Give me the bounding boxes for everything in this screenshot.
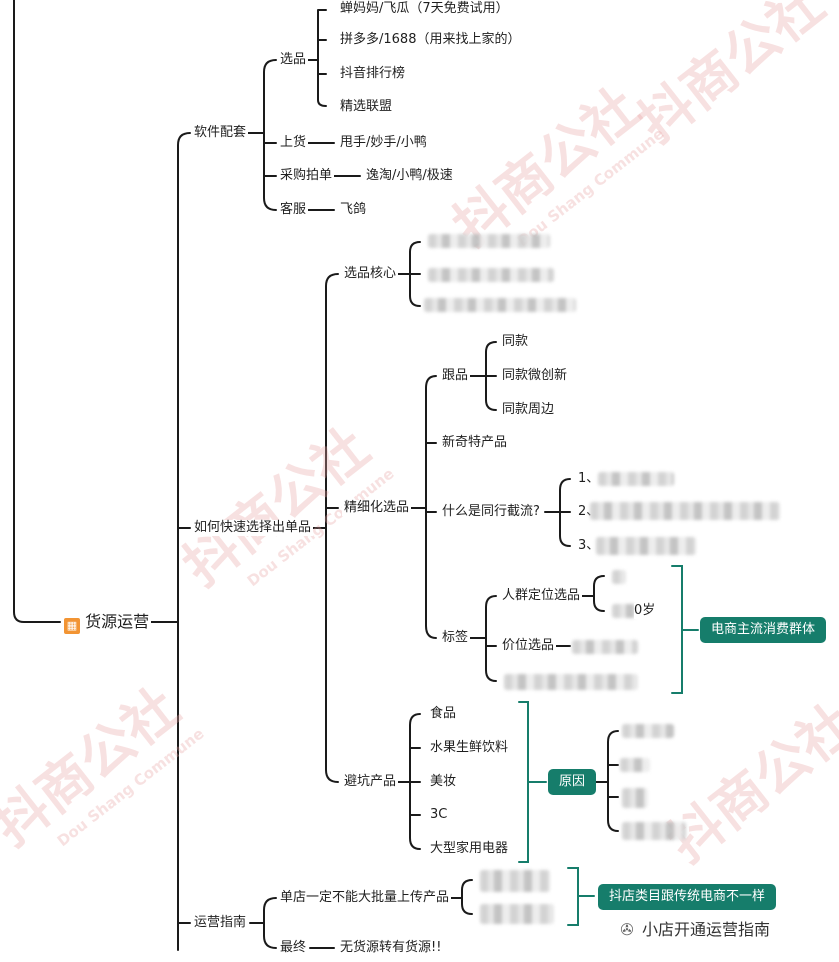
- node-price[interactable]: 价位选品: [500, 638, 557, 654]
- blurred-text: [622, 822, 686, 840]
- node-intercept[interactable]: 什么是同行截流?: [440, 504, 542, 520]
- root-node[interactable]: ▦ 货源运营: [62, 612, 152, 634]
- node-follow[interactable]: 跟品: [440, 368, 471, 384]
- node-single-store[interactable]: 单店一定不能大批量上传产品: [278, 890, 452, 906]
- node-avoid[interactable]: 避坑产品: [342, 774, 399, 790]
- node-fine-select[interactable]: 精细化选品: [342, 500, 412, 516]
- node-xuanpin-item-1[interactable]: 蝉妈妈/飞瓜（7天免费试用）: [338, 1, 511, 17]
- node-final[interactable]: 最终: [278, 940, 309, 956]
- node-avoid-item-1[interactable]: 食品: [428, 706, 459, 722]
- blurred-text: [622, 724, 674, 738]
- node-avoid-item-2[interactable]: 水果生鲜饮料: [428, 740, 511, 756]
- node-avoid-item-4[interactable]: 3C: [428, 807, 450, 823]
- blurred-text: [480, 870, 550, 892]
- node-core[interactable]: 选品核心: [342, 266, 399, 282]
- node-xuanpin-item-3[interactable]: 抖音排行榜: [338, 66, 408, 82]
- node-follow-item-1[interactable]: 同款: [500, 334, 531, 350]
- node-xuanpin-item-2[interactable]: 拼多多/1688（用来找上家的）: [338, 32, 523, 48]
- blurred-text: [612, 570, 626, 584]
- note-mainstream-consumers[interactable]: 电商主流消费群体: [700, 617, 827, 643]
- node-caigou[interactable]: 采购拍单: [278, 168, 335, 184]
- note-category-difference[interactable]: 抖店类目跟传统电商不一样: [598, 884, 777, 910]
- node-novel[interactable]: 新奇特产品: [440, 435, 510, 451]
- node-intercept-item-1[interactable]: 1、: [576, 471, 602, 487]
- node-kefu[interactable]: 客服: [278, 202, 309, 218]
- node-xuanpin[interactable]: 选品: [278, 52, 309, 68]
- node-caigou-value[interactable]: 逸淘/小鸭/极速: [364, 168, 455, 184]
- footer-caption: ✇ 小店开通运营指南: [612, 916, 775, 940]
- blurred-text: [590, 502, 780, 520]
- node-avoid-item-3[interactable]: 美妆: [428, 774, 459, 790]
- node-quick-select[interactable]: 如何快速选择出单品: [192, 520, 314, 536]
- node-final-value[interactable]: 无货源转有货源!!: [338, 940, 444, 956]
- node-software[interactable]: 软件配套: [192, 125, 249, 141]
- node-follow-item-2[interactable]: 同款微创新: [500, 368, 570, 384]
- node-shanghuo[interactable]: 上货: [278, 135, 309, 151]
- product-icon: ▦: [64, 618, 80, 634]
- blurred-text: [598, 472, 674, 486]
- footer-text: 小店开通运营指南: [642, 920, 771, 939]
- blurred-text: [428, 234, 550, 248]
- blurred-text: [480, 904, 554, 924]
- node-avoid-item-5[interactable]: 大型家用电器: [428, 841, 511, 857]
- node-crowd[interactable]: 人群定位选品: [500, 588, 583, 604]
- wechat-icon: ✇: [620, 920, 634, 939]
- root-label: 货源运营: [85, 612, 150, 631]
- node-xuanpin-item-4[interactable]: 精选联盟: [338, 99, 395, 115]
- blurred-text: [620, 758, 650, 772]
- blurred-text: [424, 298, 576, 312]
- blurred-text: [612, 604, 636, 618]
- node-crowd-age[interactable]: 0岁: [634, 603, 656, 619]
- blurred-text: [596, 537, 696, 555]
- blurred-text: [572, 640, 638, 654]
- node-follow-item-3[interactable]: 同款周边: [500, 402, 557, 418]
- note-reason[interactable]: 原因: [548, 769, 597, 795]
- blurred-text: [504, 674, 638, 690]
- node-guide[interactable]: 运营指南: [192, 915, 249, 931]
- blurred-text: [622, 788, 648, 808]
- node-tags[interactable]: 标签: [440, 630, 471, 646]
- node-kefu-value[interactable]: 飞鸽: [338, 202, 369, 218]
- blurred-text: [428, 268, 554, 282]
- node-shanghuo-value[interactable]: 甩手/妙手/小鸭: [338, 135, 429, 151]
- node-intercept-item-3[interactable]: 3、: [576, 538, 602, 554]
